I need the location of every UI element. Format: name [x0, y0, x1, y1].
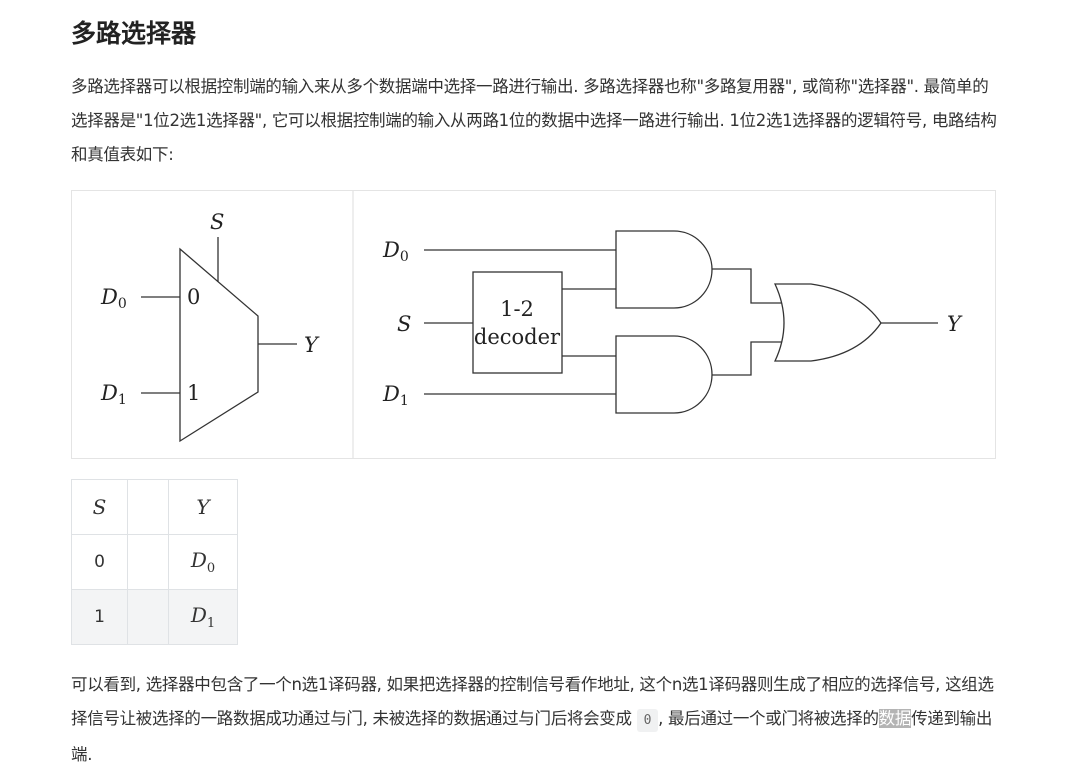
- decoder-label-1: 1-2: [500, 297, 534, 321]
- circuit-output-label: Y: [947, 312, 963, 336]
- mux-select-label: S: [210, 210, 224, 234]
- page-title: 多路选择器: [71, 19, 197, 48]
- mux-d0-label: D0: [100, 285, 127, 312]
- mux-port1-label: 1: [187, 381, 200, 405]
- truth-table: S Y 0 D0 1 D1: [71, 479, 238, 645]
- cell-y: D1: [168, 589, 238, 645]
- cell-s: 1: [71, 589, 128, 645]
- cell-empty: [127, 534, 169, 590]
- mux-port0-label: 0: [187, 285, 200, 309]
- conclusion-paragraph: 可以看到, 选择器中包含了一个n选1译码器, 如果把选择器的控制信号看作地址, …: [71, 675, 994, 764]
- decoder-box: [472, 271, 563, 374]
- or-gate: [773, 283, 882, 362]
- mux-output-label: Y: [304, 333, 320, 357]
- cell-y: D0: [168, 534, 238, 590]
- table-row: 1 D1: [71, 589, 238, 645]
- intro-paragraph: 多路选择器可以根据控制端的输入来从多个数据端中选择一路进行输出. 多路选择器也称…: [71, 77, 997, 164]
- and-gate-1: [615, 335, 713, 414]
- circuit-d0-label: D0: [382, 238, 409, 265]
- and0-out-wire: [712, 268, 782, 304]
- inline-code-zero: 0: [636, 709, 659, 732]
- selected-text[interactable]: 数据: [878, 709, 912, 728]
- header-empty: [127, 479, 169, 535]
- cell-s: 0: [71, 534, 128, 590]
- header-y: Y: [168, 479, 238, 535]
- and1-out-wire: [712, 341, 782, 376]
- circuit-s-label: S: [397, 312, 411, 336]
- circuit-d1-label: D1: [382, 382, 409, 409]
- mux-d1-label: D1: [100, 381, 127, 408]
- and-gate-0: [615, 230, 713, 309]
- header-s: S: [71, 479, 128, 535]
- table-header-row: S Y: [71, 479, 238, 535]
- decoder-label-2: decoder: [474, 325, 561, 349]
- mux-symbol: [179, 247, 259, 443]
- cell-empty: [127, 589, 169, 645]
- mux-figure: S D0 D1 0 1 Y D0 S D1 1-2 decoder Y: [71, 190, 996, 459]
- table-row: 0 D0: [71, 534, 238, 590]
- mux-diagram: S D0 D1 0 1 Y D0 S D1 1-2 decoder Y: [100, 191, 963, 458]
